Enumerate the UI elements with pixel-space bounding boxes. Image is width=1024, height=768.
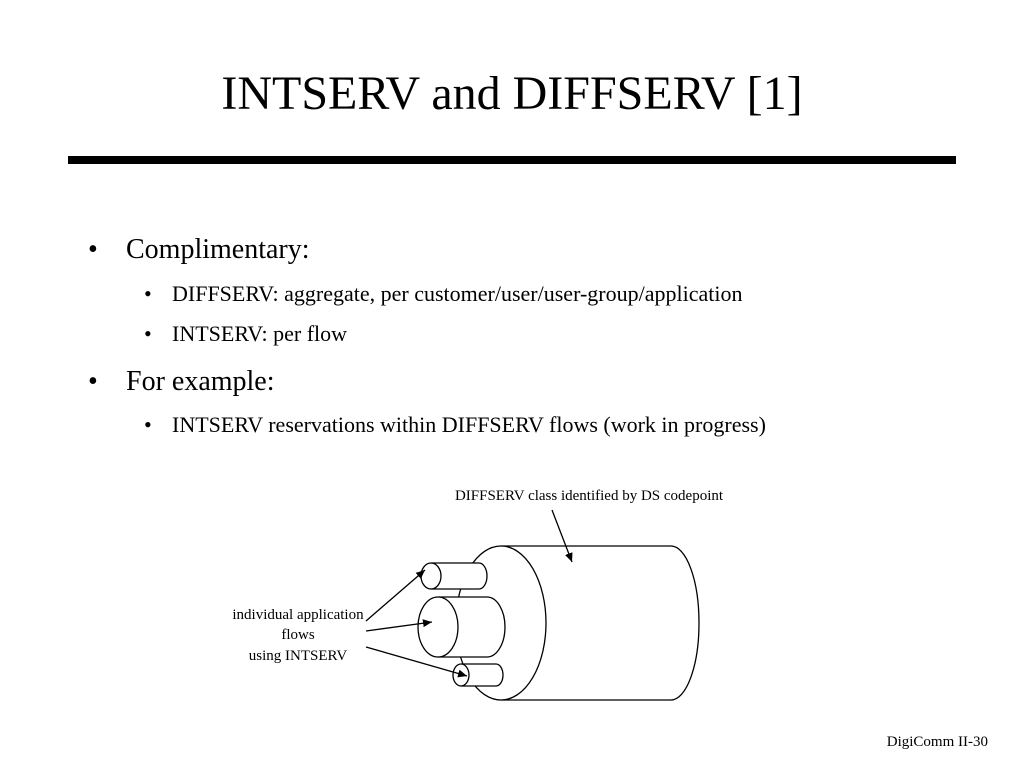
flow-tube-top (420, 562, 488, 590)
intserv-flows-label-line-1: individual application (232, 607, 364, 623)
title-underline-rule (68, 156, 956, 164)
flow-tube-bottom (452, 663, 504, 687)
flow-arrow-top (365, 569, 426, 622)
flow-arrow-middle (365, 619, 433, 632)
diffserv-label-arrow (551, 509, 573, 563)
slide-title: INTSERV and DIFFSERV [1] (221, 67, 803, 120)
intserv-flows-label-line-3: using INTSERV (249, 648, 348, 664)
flow-arrow-bottom (365, 646, 468, 678)
diffserv-class-label: DIFFSERV class identified by DS codepoin… (455, 488, 724, 504)
flow-tube-middle (417, 596, 506, 658)
intserv-flows-label-line-2: flows (281, 627, 314, 643)
slide-footer: DigiComm II-30 (886, 734, 988, 750)
